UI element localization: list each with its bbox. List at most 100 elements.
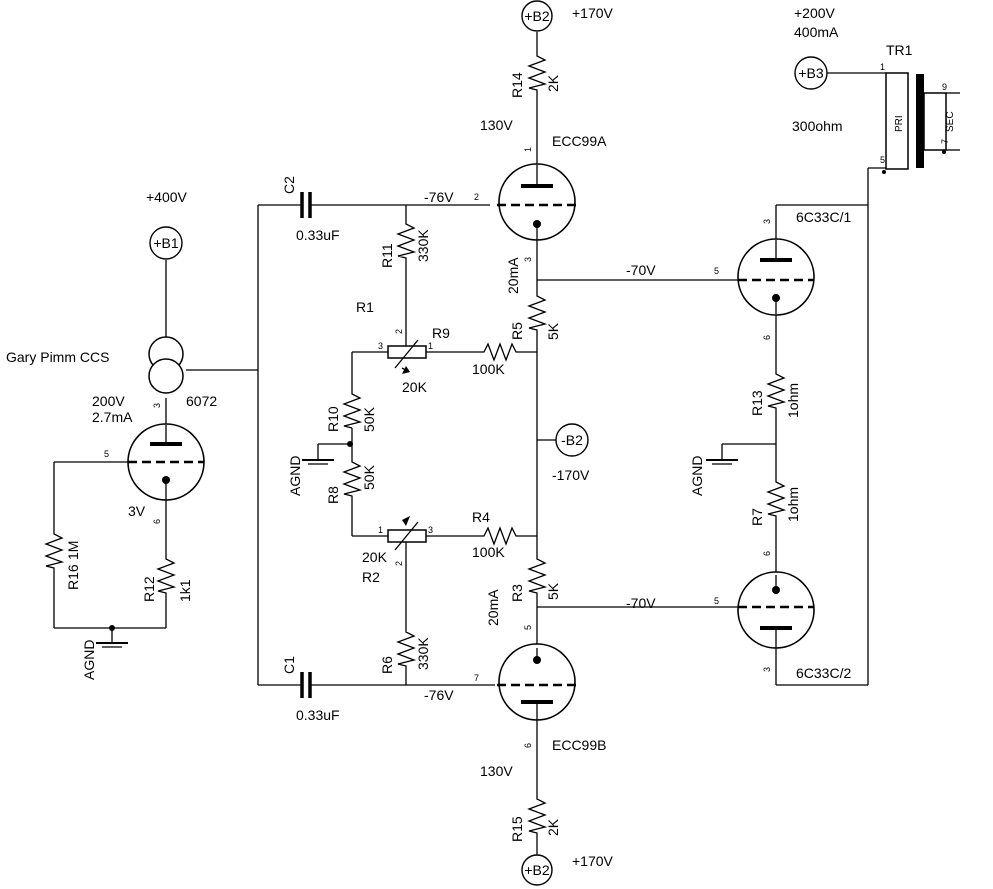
- capacitor-ref: C2: [281, 176, 297, 194]
- resistor-value: 1k1: [177, 579, 193, 602]
- ground-symbol: [96, 642, 128, 648]
- resistor-r3: [527, 555, 548, 597]
- voltage-label: 3V: [128, 503, 146, 519]
- ground-symbol: [706, 459, 738, 465]
- current-label: 20mA: [485, 589, 501, 626]
- pin-number: 7: [940, 139, 950, 144]
- transformer-tr1: [885, 72, 947, 170]
- voltage-label: -76V: [424, 687, 454, 703]
- resistor-ref: R13: [749, 390, 765, 416]
- pin-number: 5: [714, 596, 719, 606]
- pin-number: 6: [762, 335, 772, 340]
- resistor-value: 330K: [415, 229, 431, 262]
- resistor-r4: [480, 526, 518, 546]
- junction-dot: [109, 625, 115, 631]
- resistor-ref: R8: [325, 486, 341, 504]
- rail-b2-bottom: +B2: [521, 854, 553, 886]
- resistor-r16: [44, 530, 65, 572]
- tube-6c33c-1: [737, 238, 815, 316]
- pin-number: 2: [474, 192, 479, 202]
- junction-dot: [347, 441, 353, 447]
- rail-label: +B2: [524, 862, 550, 878]
- capacitor-ref: C1: [281, 656, 297, 674]
- resistor-value: 100K: [472, 544, 505, 560]
- rail-voltage: +170V: [572, 5, 614, 21]
- rail-label: +B3: [798, 65, 824, 81]
- resistor-value: 2K: [545, 74, 561, 92]
- pin-number: 6: [523, 743, 533, 748]
- pin-number: 1: [880, 62, 885, 72]
- ccs-current: 2.7mA: [92, 409, 133, 425]
- potentiometer-r1: [387, 339, 427, 374]
- resistor-r15: [527, 795, 548, 837]
- resistor-ref: R4: [472, 509, 490, 525]
- tube-6c33c-2: [737, 571, 815, 649]
- resistor-r5: [527, 292, 548, 334]
- resistor-r7: [766, 478, 787, 520]
- pin-number: 2: [394, 561, 404, 566]
- agnd-label: AGND: [81, 640, 97, 680]
- pin-number: 1: [523, 147, 533, 152]
- rail-label: +B2: [524, 8, 550, 24]
- potentiometer-r2: [387, 516, 427, 551]
- tube-6072: [127, 423, 205, 501]
- tube-name: ECC99A: [552, 133, 607, 149]
- pin-number: 3: [523, 257, 533, 262]
- resistor-ref: R9: [432, 325, 450, 341]
- rail-voltage: -170V: [552, 467, 590, 483]
- resistor-value: 50K: [361, 464, 377, 490]
- resistor-value: 100K: [472, 361, 505, 377]
- resistor-value: 330K: [415, 637, 431, 670]
- resistor-ref: R15: [509, 816, 525, 842]
- rail-b3: +B3: [794, 56, 828, 90]
- tube-name: 6072: [186, 393, 217, 409]
- pin-number: 3: [378, 341, 383, 351]
- pin-number: 1: [378, 525, 383, 535]
- rail-voltage: +200V: [794, 5, 836, 21]
- agnd-label: AGND: [689, 456, 705, 496]
- resistor-r13: [766, 370, 787, 412]
- voltage-label: -70V: [626, 262, 656, 278]
- tube-name: ECC99B: [552, 737, 606, 753]
- rail-label: -B2: [561, 432, 583, 448]
- resistor-r6: [396, 628, 417, 670]
- tube-ecc99b: [497, 643, 577, 721]
- tube-name: 6C33C/2: [796, 665, 851, 681]
- resistor-value: 5K: [545, 322, 561, 340]
- resistor-value: 1ohm: [785, 487, 801, 522]
- pin-number: 3: [762, 667, 772, 672]
- pin-number: 2: [394, 329, 404, 334]
- resistor-value: 1M: [65, 541, 81, 560]
- ccs-voltage: 200V: [92, 393, 125, 409]
- pin-number: 6: [762, 551, 772, 556]
- resistor-value: 5K: [545, 582, 561, 600]
- tube-name: 6C33C/1: [796, 209, 851, 225]
- junction-dots: [109, 150, 946, 631]
- pin-number: 7: [474, 673, 479, 683]
- junction-dot: [882, 170, 886, 174]
- transformer-name: TR1: [886, 42, 913, 58]
- resistor-ref: R11: [379, 243, 395, 268]
- resistor-value: 1ohm: [785, 383, 801, 418]
- rail-b1: +B1: [149, 226, 183, 260]
- pin-number: 5: [880, 155, 885, 165]
- rail-voltage: +400V: [146, 189, 188, 205]
- pot-value: 20K: [402, 379, 428, 395]
- transformer-impedance: 300ohm: [792, 118, 843, 134]
- ccs-symbol: [148, 336, 184, 394]
- voltage-label: -70V: [626, 595, 656, 611]
- pot-ref: R2: [362, 569, 380, 585]
- junction-dot: [942, 150, 946, 154]
- current-label: 20mA: [505, 257, 521, 294]
- resistor-ref: R5: [509, 322, 525, 340]
- transformer-primary: PRI: [894, 115, 905, 132]
- resistor-ref: R7: [749, 508, 765, 526]
- rail-neg-b2: -B2: [555, 423, 589, 457]
- capacitor-value: 0.33uF: [296, 707, 340, 723]
- capacitor-value: 0.33uF: [296, 227, 340, 243]
- pin-number: 3: [152, 403, 162, 408]
- rail-b2-top: +B2: [521, 0, 553, 32]
- resistor-ref: R16: [65, 564, 81, 590]
- rail-voltage: +170V: [572, 853, 614, 869]
